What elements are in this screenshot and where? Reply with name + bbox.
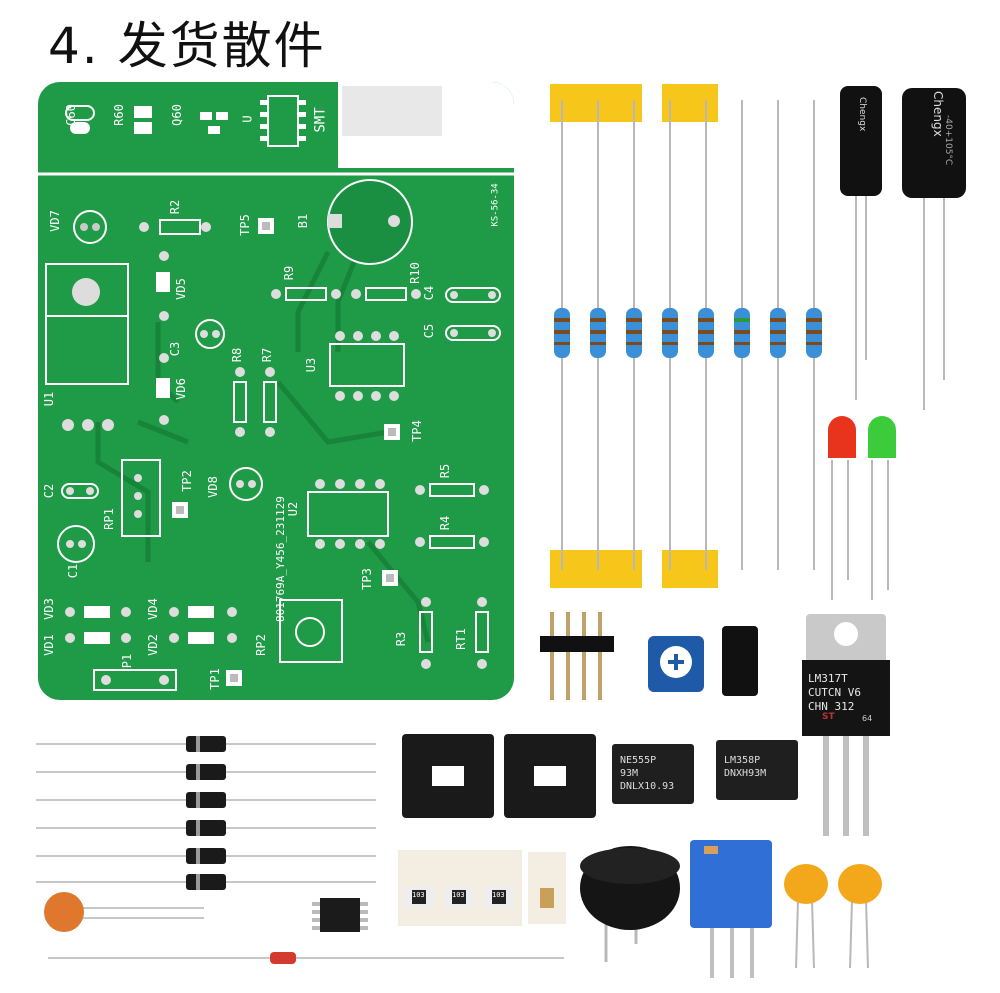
smd-code-1: 103	[412, 891, 425, 899]
smd-code-2: 103	[452, 891, 465, 899]
ceramic-capacitors	[784, 864, 882, 969]
silk-u2: U2	[286, 501, 301, 517]
silk-c2: C2	[42, 483, 57, 499]
cap1-brand: Chengx	[857, 97, 867, 132]
silk-c3: C3	[168, 341, 183, 357]
lm317-line1: LM317T	[808, 672, 848, 685]
silk-q60: Q60	[169, 104, 184, 126]
cap-spec: -40+105°C	[943, 115, 953, 166]
diodes	[36, 736, 376, 890]
silk-vd2: VD2	[145, 634, 160, 656]
silk-c4: C4	[422, 285, 437, 301]
lm317-regulator	[802, 614, 890, 836]
silk-rt1: RT1	[453, 628, 468, 650]
silk-board-name: 温控报警	[340, 145, 396, 161]
silk-tp5: TP5	[237, 214, 252, 236]
label-area	[338, 82, 514, 168]
silk-vd7: VD7	[47, 210, 62, 232]
pcb-traces	[38, 95, 514, 691]
silk-serial: 801769A_Y456_231129	[274, 496, 287, 622]
silk-tp1: TP1	[207, 668, 222, 690]
resistor-tape	[550, 84, 822, 588]
trimmer	[690, 840, 772, 978]
silk-p1: P1	[120, 653, 135, 669]
pin-header	[540, 612, 614, 700]
silk-r7: R7	[260, 347, 275, 363]
silk-r3: R3	[394, 631, 409, 647]
pcb-board: C60 R60 Q60 U SMT 温控报警 工号 KS-56-34 VD7 R…	[38, 82, 514, 700]
silk-vd4: VD4	[145, 598, 160, 620]
silk-tp4: TP4	[409, 420, 424, 442]
ne555-line2: 93M	[620, 768, 639, 779]
silk-c1: C1	[66, 563, 81, 579]
silk-vd8: VD8	[205, 476, 220, 498]
silk-rp2: RP2	[253, 634, 268, 656]
ne555-marking: NE555P 93M DNLX10.93	[620, 754, 694, 793]
silk-gong-hao: 工号	[459, 95, 485, 141]
silk-b1: B1	[296, 213, 311, 229]
lm358-marking: LM358P DNXH93M	[724, 754, 798, 780]
lm317-line3: CHN 312	[808, 700, 855, 713]
silk-vd1: VD1	[41, 634, 56, 656]
lm358-line1: LM358P	[724, 755, 761, 766]
silk-board-code: KS-56-34	[490, 183, 501, 227]
st-logo: ST	[822, 712, 835, 722]
silk-u: U	[240, 115, 255, 123]
lm358-line2: DNXH93M	[724, 768, 767, 779]
silk-vd3: VD3	[41, 598, 56, 620]
page-title: 4. 发货散件	[48, 17, 326, 75]
lm317-marking: LM317T CUTCN V6 CHN 312	[808, 672, 888, 714]
leds	[828, 416, 896, 600]
silk-r2: R2	[168, 199, 183, 215]
smd-code-3: 103	[492, 891, 505, 899]
buzzer	[580, 846, 680, 962]
ne555-line3: DNLX10.93	[620, 781, 675, 792]
smd-resistor-tape	[398, 850, 566, 926]
lm317-line2: CUTCN V6	[808, 686, 861, 699]
silk-r10: R10	[407, 262, 422, 284]
silk-rp1: RP1	[101, 508, 116, 530]
silk-r60: R60	[111, 104, 126, 126]
silk-smt: SMT	[312, 107, 329, 133]
silk-tp3: TP3	[359, 568, 374, 590]
silk-vd6: VD6	[173, 378, 188, 400]
sop8-chip	[312, 898, 368, 932]
blue-potentiometer	[648, 636, 704, 692]
disc-capacitor	[44, 892, 204, 932]
silk-r8: R8	[230, 347, 245, 363]
st-code: 64	[862, 714, 873, 723]
silk-r9: R9	[282, 265, 297, 281]
silk-u1: U1	[42, 391, 57, 407]
silk-r5: R5	[438, 463, 453, 479]
silk-tp2: TP2	[179, 470, 194, 492]
silk-c5: C5	[422, 323, 437, 339]
ne555-line1: NE555P	[620, 755, 657, 766]
silk-vd5: VD5	[173, 278, 188, 300]
silk-u3: U3	[304, 357, 319, 373]
silk-r4: R4	[438, 515, 453, 531]
jumper-cap	[722, 626, 758, 696]
glass-thermistor	[48, 952, 564, 964]
ic-sockets	[402, 734, 596, 818]
silk-c60: C60	[63, 104, 78, 126]
